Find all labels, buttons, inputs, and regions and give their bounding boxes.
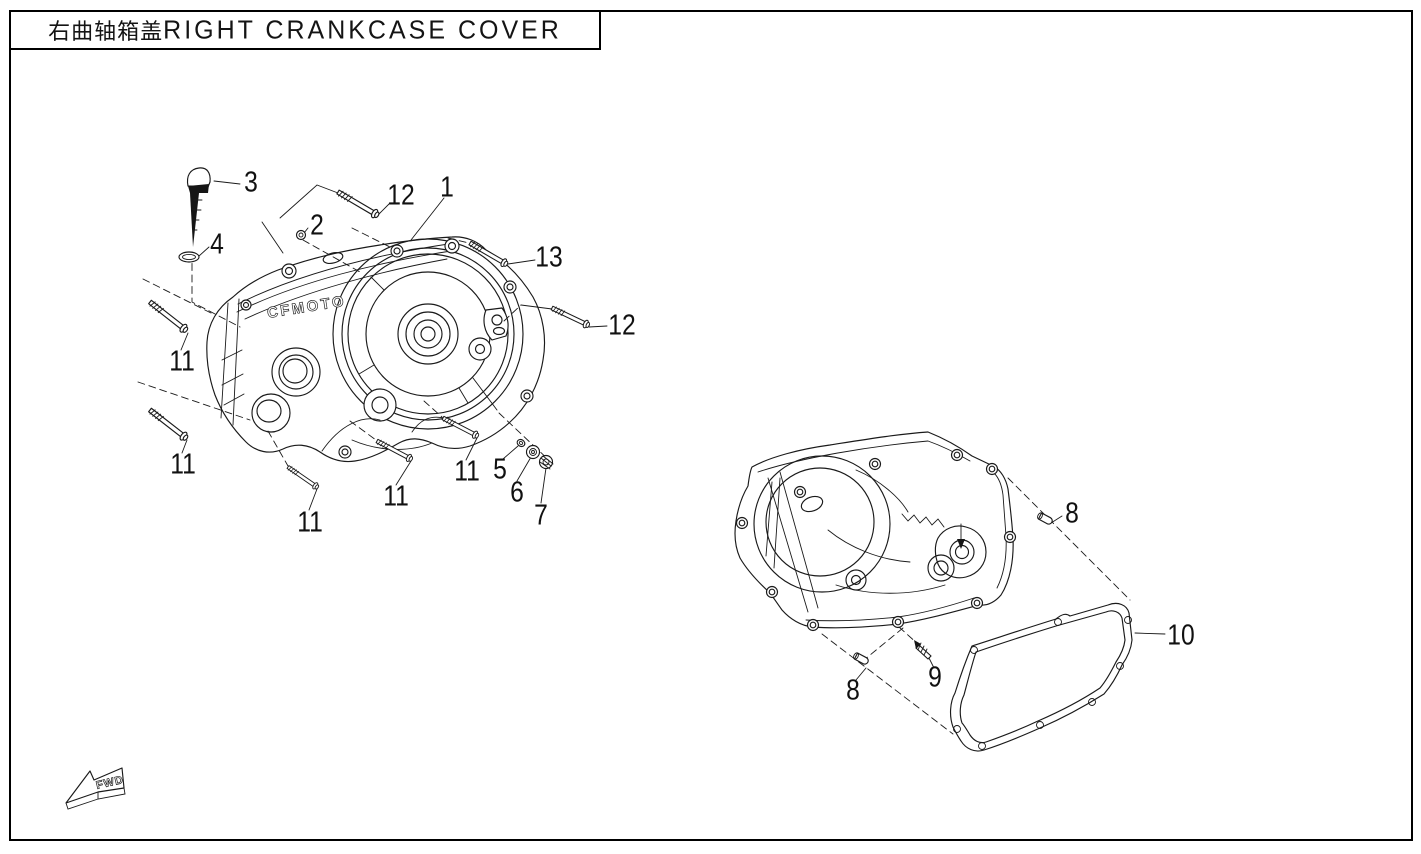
callout-11b: 11 [170,448,196,481]
drawing-border [9,10,1413,841]
callout-11a: 11 [169,345,195,378]
washer-6 [525,444,541,460]
oring-5 [516,438,526,448]
flange-bolt-11b [146,405,191,443]
page-title-en: RIGHT CRANKCASE COVER [163,14,562,45]
callout-13: 13 [535,241,563,274]
callout-6: 6 [510,476,524,509]
nut-7 [538,454,554,470]
callout-11c: 11 [297,506,323,539]
callout-4: 4 [210,228,224,261]
callout-3: 3 [244,166,258,199]
callout-8b: 8 [846,674,860,707]
dowel-pin-2 [295,229,307,241]
flange-bolt-12b [549,303,592,330]
callout-5: 5 [493,453,507,486]
callout-12a: 12 [387,179,415,212]
title-block: 右曲轴箱盖 RIGHT CRANKCASE COVER [9,10,601,50]
dowel-pin-8a [1035,511,1055,526]
dipstick-oring-4 [178,251,200,263]
callout-11e: 11 [454,455,480,488]
callout-2: 2 [310,209,324,242]
flange-bolt-11c [285,463,321,492]
oil-dipstick-3 [186,167,211,247]
callout-12b: 12 [608,309,636,342]
callout-8a: 8 [1065,497,1079,530]
callout-1: 1 [440,171,454,204]
page-title-zh: 右曲轴箱盖 [48,19,164,44]
flange-bolt-12a [335,187,382,221]
screw-9 [914,640,932,660]
callout-11d: 11 [383,480,409,513]
fwd-direction-arrow: FWD [65,767,126,810]
crankcase-cover-outer-view: CFMOTO [206,236,546,463]
crankcase-cover-gasket [949,602,1133,752]
callout-leader-lines [180,180,1166,681]
callout-9: 9 [928,661,942,694]
flange-bolt-11a [146,297,191,336]
crankcase-cover-inner-view [734,431,1017,632]
callout-7: 7 [534,499,548,532]
callout-10: 10 [1167,619,1195,652]
